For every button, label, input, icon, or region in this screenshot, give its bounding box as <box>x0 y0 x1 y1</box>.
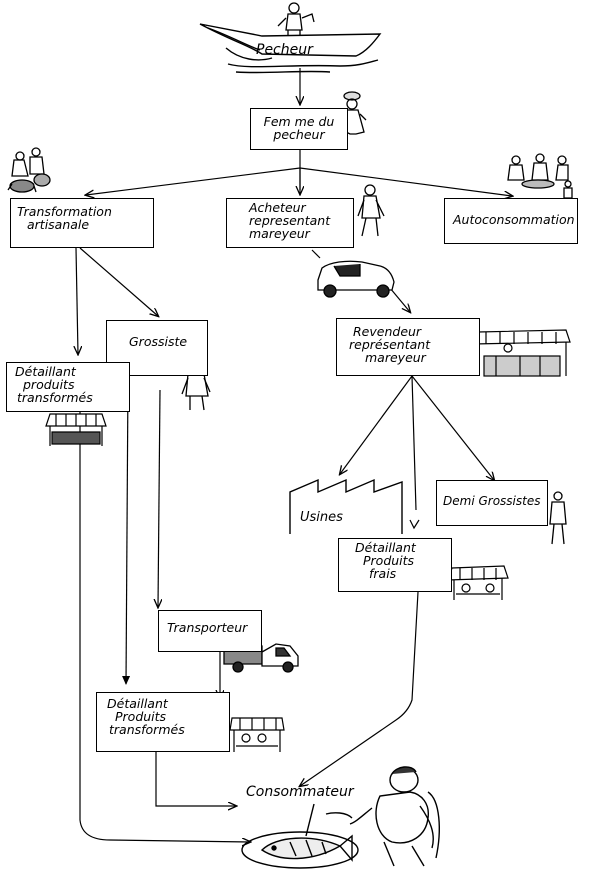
half-wholesaler-man-icon <box>549 491 567 545</box>
boat-icon <box>199 23 382 74</box>
buyer-man-icon <box>357 184 385 237</box>
fresh-retailer-line-2: Produits <box>363 553 415 568</box>
consumer-label: Consommateur <box>246 784 354 800</box>
retailer-processed-2-line-3: transformés <box>109 722 185 737</box>
cooking-women-icon <box>7 147 51 193</box>
retailer-processed-box-2: Détaillant Produits transformés <box>96 692 230 752</box>
retailer-processed-2-line-1: Détaillant <box>107 696 168 711</box>
buyer-box: Acheteur representant mareyeur <box>226 198 354 248</box>
artisanal-processing-line-2: artisanale <box>27 217 90 232</box>
consumer-man-icon <box>325 766 440 867</box>
connector-lines <box>76 68 512 842</box>
fisherman-wife-box: Fem me du pecheur <box>250 108 348 150</box>
artisanal-processing-line-1: Transformation <box>17 204 112 219</box>
artisanal-processing-box: Transformation artisanale <box>10 198 154 248</box>
down-arrow-icon <box>409 519 420 530</box>
buyer-line-2: representant <box>249 213 331 228</box>
fisherman-icon <box>277 2 315 36</box>
self-consumption-box: Autoconsommation <box>444 198 578 244</box>
fish-plate-icon <box>241 803 359 869</box>
market-stall-icon <box>45 413 107 446</box>
eating-people-icon <box>507 153 573 199</box>
retailer-processed-2-line-2: Produits <box>115 709 167 724</box>
retailer-processed-box-1: Détaillant produits transformés <box>6 362 130 412</box>
market-stall-icon <box>229 717 285 752</box>
car-icon <box>317 260 395 298</box>
reseller-box: Revendeur représentant mareyeur <box>336 318 480 376</box>
buyer-line-1: Acheteur <box>249 200 306 215</box>
reseller-line-1: Revendeur <box>353 324 422 339</box>
fisherman-wife-line-1: Fem me du <box>263 114 335 129</box>
half-wholesalers-box: Demi Grossistes <box>436 480 548 526</box>
market-stall-icon <box>473 329 571 377</box>
market-stall-icon <box>447 565 509 600</box>
fresh-retailer-line-1: Détaillant <box>355 540 416 555</box>
carrier-box: Transporteur <box>158 610 262 652</box>
factories-label: Usines <box>300 510 343 525</box>
wholesaler-label: Grossiste <box>129 334 188 349</box>
carrier-label: Transporteur <box>167 620 248 635</box>
fisherman-wife-line-2: pecheur <box>273 127 325 142</box>
fisherman-label: Pecheur <box>256 42 313 58</box>
fresh-retailer-box: Détaillant Produits frais <box>338 538 452 592</box>
buyer-line-3: mareyeur <box>249 226 310 241</box>
factory-icon <box>289 478 403 534</box>
fresh-retailer-line-3: frais <box>369 566 397 581</box>
self-consumption-label: Autoconsommation <box>453 212 575 227</box>
retailer-processed-1-line-1: Détaillant <box>15 364 76 379</box>
reseller-line-2: représentant <box>349 337 431 352</box>
retailer-processed-1-line-3: transformés <box>17 390 93 405</box>
half-wholesalers-label: Demi Grossistes <box>443 494 541 508</box>
reseller-line-3: mareyeur <box>365 350 426 365</box>
retailer-processed-1-line-2: produits <box>23 377 75 392</box>
